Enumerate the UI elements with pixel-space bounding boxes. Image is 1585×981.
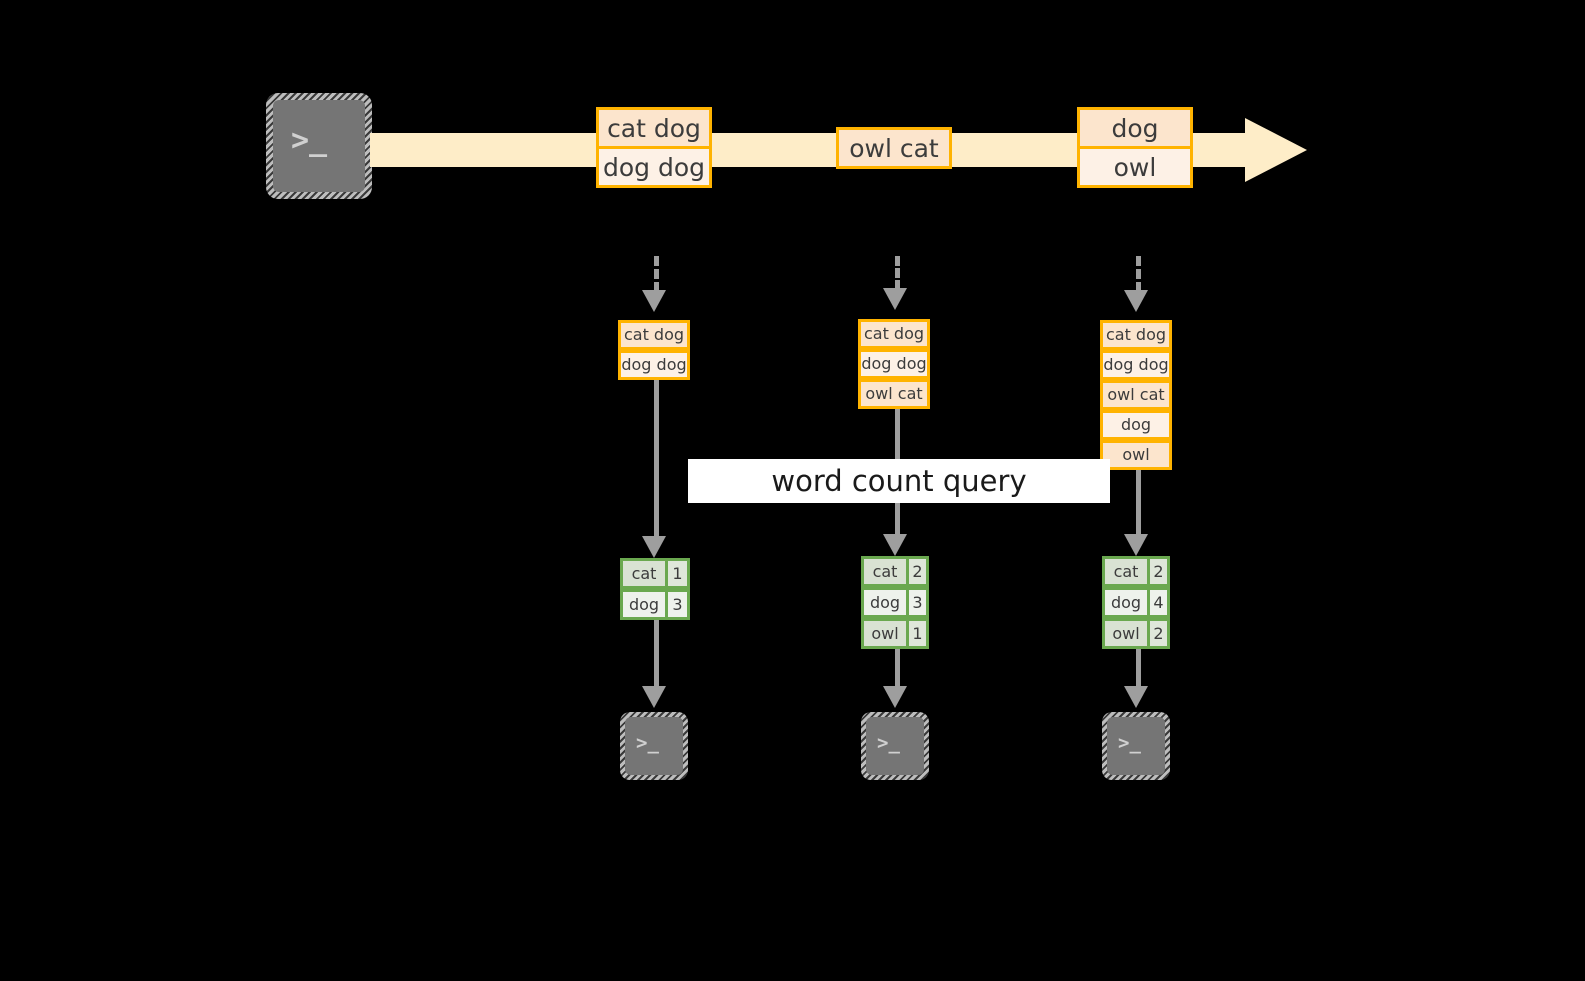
stream-arrow-head	[1245, 118, 1307, 182]
table-to-result-arrowhead	[642, 536, 666, 558]
result-row: cat 2	[861, 556, 929, 587]
result-count: 3	[668, 592, 687, 617]
result-count: 1	[909, 621, 926, 646]
terminal-screen	[1107, 717, 1165, 775]
terminal-prompt-label: >_	[636, 732, 659, 754]
accumulated-row: dog	[1100, 410, 1172, 440]
result-to-sink-connector	[895, 649, 900, 688]
result-count: 1	[668, 561, 687, 586]
result-row: dog 4	[1102, 587, 1170, 618]
result-row: cat 1	[620, 558, 690, 589]
stream-record: owl cat	[836, 127, 952, 169]
result-count: 2	[1150, 621, 1167, 646]
terminal-screen	[273, 100, 365, 192]
accumulated-row: dog dog	[1100, 350, 1172, 380]
result-row: owl 2	[1102, 618, 1170, 649]
result-key: cat	[623, 561, 668, 586]
result-count: 2	[1150, 559, 1167, 584]
sink-terminal-icon: >_	[620, 712, 688, 780]
accumulated-row: owl cat	[858, 379, 930, 409]
result-key: dog	[864, 590, 909, 615]
result-to-sink-arrowhead	[642, 686, 666, 708]
accumulated-row: cat dog	[1100, 320, 1172, 350]
accumulated-row: dog dog	[858, 349, 930, 379]
stream-record: cat dog	[596, 107, 712, 149]
result-to-sink-arrowhead	[883, 686, 907, 708]
table-to-result-arrowhead	[1124, 534, 1148, 556]
stream-to-table-arrowhead	[1124, 290, 1148, 312]
accumulated-row: cat dog	[618, 320, 690, 350]
result-row: dog 3	[861, 587, 929, 618]
result-key: dog	[623, 592, 668, 617]
source-terminal-icon: >_	[266, 93, 372, 199]
accumulated-row: owl	[1100, 440, 1172, 470]
table-to-result-connector	[654, 380, 659, 538]
accumulated-row: owl cat	[1100, 380, 1172, 410]
stream-record: owl	[1077, 146, 1193, 188]
stream-to-table-connector	[1136, 256, 1141, 292]
stream-to-table-arrowhead	[642, 290, 666, 312]
result-to-sink-connector	[1136, 649, 1141, 688]
query-label: word count query	[688, 459, 1110, 503]
accumulated-row: dog dog	[618, 350, 690, 380]
terminal-screen	[866, 717, 924, 775]
result-count: 3	[909, 590, 926, 615]
stream-to-table-connector	[895, 256, 900, 290]
accumulated-row: cat dog	[858, 319, 930, 349]
sink-terminal-icon: >_	[861, 712, 929, 780]
result-key: cat	[1105, 559, 1150, 584]
stream-to-table-connector	[654, 256, 659, 292]
result-to-sink-connector	[654, 620, 659, 688]
sink-terminal-icon: >_	[1102, 712, 1170, 780]
result-row: owl 1	[861, 618, 929, 649]
terminal-prompt-label: >_	[1118, 732, 1141, 754]
result-key: dog	[1105, 590, 1150, 615]
table-to-result-arrowhead	[883, 534, 907, 556]
terminal-screen	[625, 717, 683, 775]
stream-record: dog	[1077, 107, 1193, 149]
terminal-prompt-label: >_	[877, 732, 900, 754]
result-key: cat	[864, 559, 909, 584]
terminal-prompt-label: >_	[291, 123, 328, 158]
stream-record: dog dog	[596, 146, 712, 188]
result-count: 2	[909, 559, 926, 584]
result-row: dog 3	[620, 589, 690, 620]
result-row: cat 2	[1102, 556, 1170, 587]
result-key: owl	[1105, 621, 1150, 646]
result-key: owl	[864, 621, 909, 646]
stream-to-table-arrowhead	[883, 288, 907, 310]
result-to-sink-arrowhead	[1124, 686, 1148, 708]
table-to-result-connector	[1136, 470, 1141, 537]
result-count: 4	[1150, 590, 1167, 615]
